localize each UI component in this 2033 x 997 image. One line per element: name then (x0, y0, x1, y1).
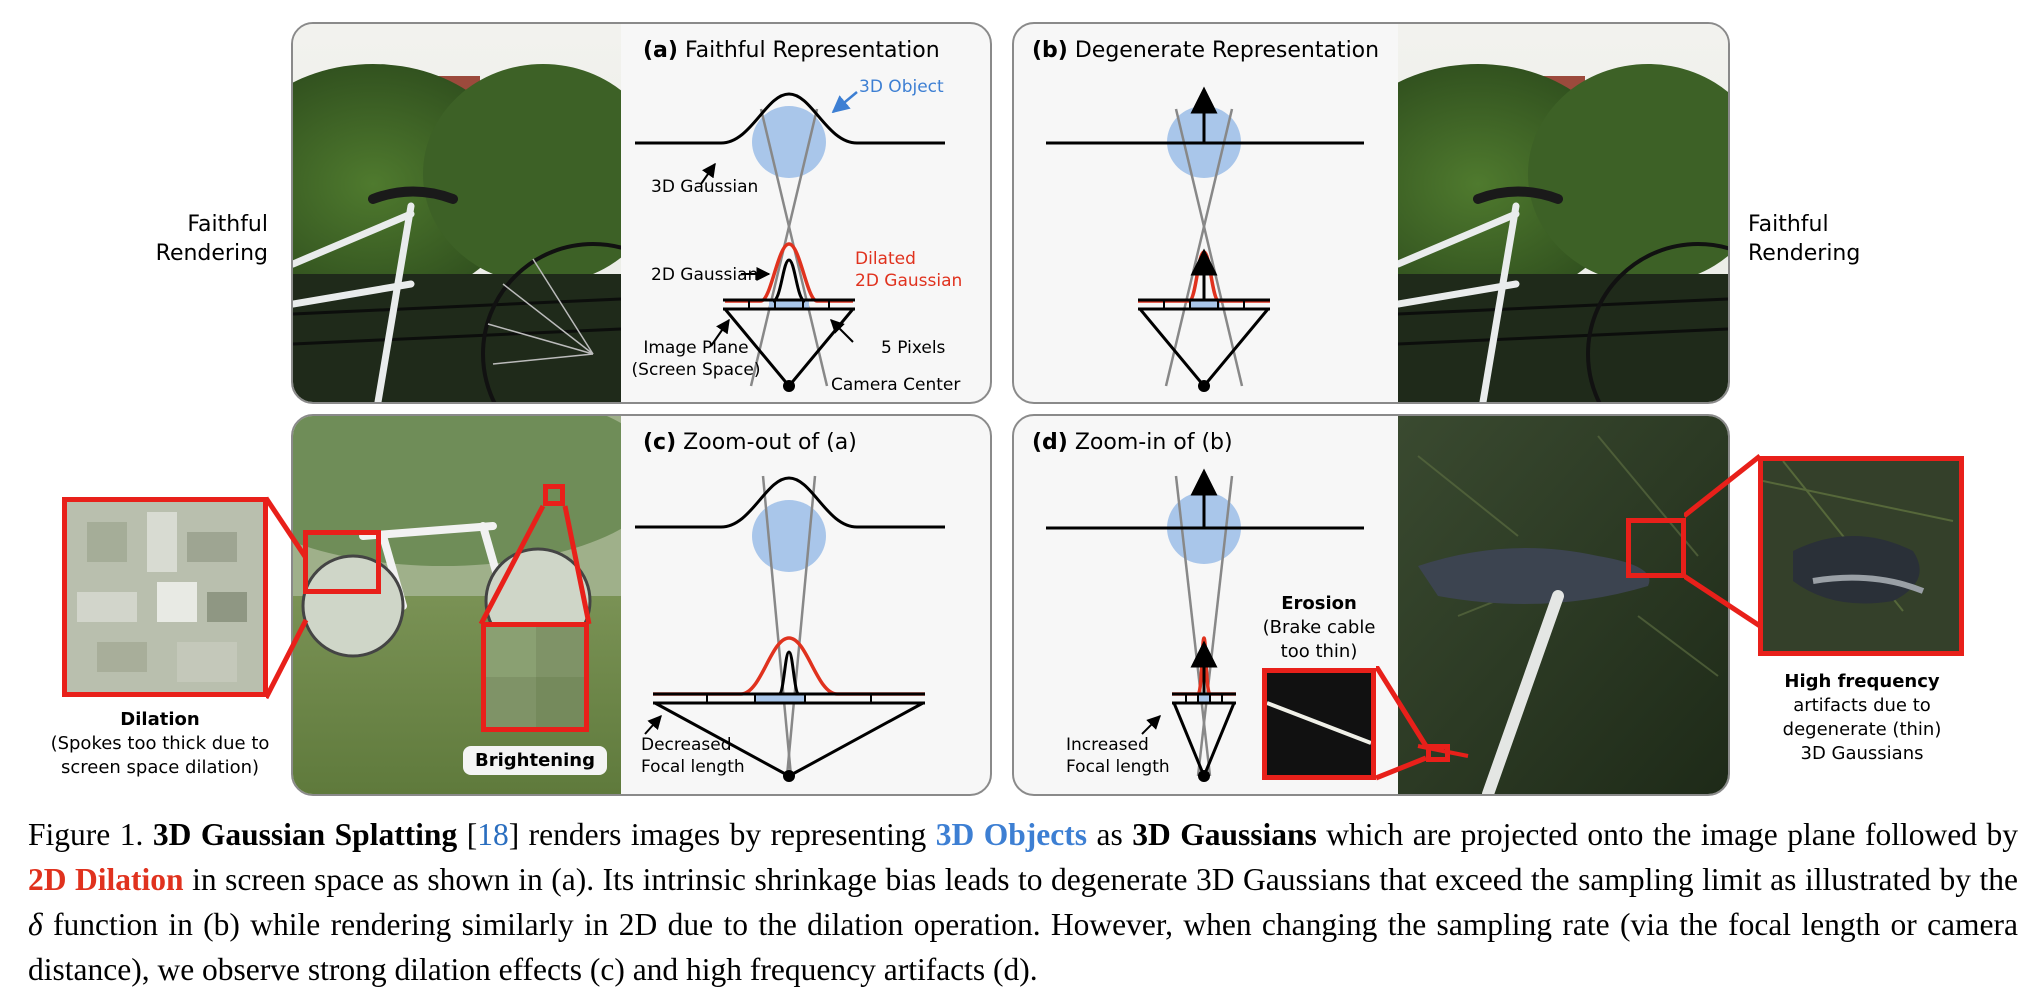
panel-a: (a) Faithful Representation 3D Object 3D… (291, 22, 992, 404)
label-camera-center: Camera Center (831, 375, 961, 395)
dilation-caption: Dilation (Spokes too thick due to screen… (50, 709, 270, 778)
high-frequency-caption: High frequency artifacts due to degenera… (1782, 671, 1942, 764)
caption-part3: which are projected onto the image plane… (1316, 817, 2018, 852)
caption-part5: function in (b) while rendering similarl… (28, 907, 2018, 987)
left-label-line2: Rendering (155, 241, 268, 266)
hf-zoom-patch (1758, 456, 1964, 656)
right-label-line2: Rendering (1748, 241, 1861, 266)
panel-b-title: (b) Degenerate Representation (1032, 38, 1380, 63)
bicycle-photo-d (1398, 416, 1728, 794)
bicycle-photo-b (1398, 24, 1728, 402)
caption-delta: δ (28, 907, 43, 942)
erosion-caption: Erosion (Brake cable too thin) (1262, 593, 1376, 662)
brightening-source-box (543, 484, 565, 506)
caption-part2: as (1086, 817, 1133, 852)
erosion-source-box (1426, 744, 1450, 762)
label-3d-object: 3D Object (859, 77, 944, 97)
caption-cite-close: ] renders images by representing (508, 817, 936, 852)
brightening-zoom-patch (481, 622, 589, 732)
caption-2d-dilation: 2D Dilation (28, 862, 184, 897)
citation-link[interactable]: 18 (477, 817, 509, 852)
right-label-line1: Faithful (1748, 212, 1829, 237)
dilation-zoom-patch (62, 497, 268, 697)
figure-caption: Figure 1. 3D Gaussian Splatting [18] ren… (28, 812, 2018, 992)
degenerate-diagram (1046, 86, 1364, 392)
bicycle-photo-a (293, 24, 621, 402)
panel-c-title: (c) Zoom-out of (a) (643, 430, 857, 455)
label-3d-gaussian: 3D Gaussian (651, 177, 759, 197)
panel-d-title: (d) Zoom-in of (b) (1032, 430, 1233, 455)
label-image-plane: Image Plane(Screen Space) (631, 338, 761, 380)
label-2d-gaussian: 2D Gaussian (651, 265, 759, 285)
hf-source-box (1626, 518, 1686, 578)
right-faithful-rendering-label: Faithful Rendering (1748, 210, 1860, 268)
left-label-line1: Faithful (187, 212, 268, 237)
zoom-in-diagram (1046, 468, 1364, 782)
panel-a-title: (a) Faithful Representation (643, 38, 940, 63)
caption-3d-gaussians: 3D Gaussians (1132, 817, 1317, 852)
erosion-zoom-connector (1376, 666, 1429, 781)
dilation-zoom-connector (266, 496, 309, 700)
panel-c: Brightening (c) Zoom-out of (a) Decrease… (291, 414, 992, 796)
brightening-badge: Brightening (463, 746, 607, 775)
left-faithful-rendering-label: Faithful Rendering (140, 210, 268, 268)
dilation-source-box (303, 530, 381, 594)
caption-prefix: Figure 1. (28, 817, 153, 852)
erosion-zoom-patch (1262, 668, 1376, 780)
caption-3dgs: 3D Gaussian Splatting (152, 817, 458, 852)
panel-b: (b) Degenerate Representation (1012, 22, 1730, 404)
faithful-diagram (635, 91, 945, 392)
caption-3d-objects: 3D Objects (935, 817, 1087, 852)
brightening-zoom-connector (478, 504, 592, 626)
label-5-pixels: 5 Pixels (881, 338, 946, 358)
zoom-out-diagram (635, 475, 945, 782)
caption-cite-open: [ (457, 817, 478, 852)
hf-zoom-connector (1684, 454, 1762, 629)
caption-part4: in screen space as shown in (a). Its int… (183, 862, 2018, 897)
